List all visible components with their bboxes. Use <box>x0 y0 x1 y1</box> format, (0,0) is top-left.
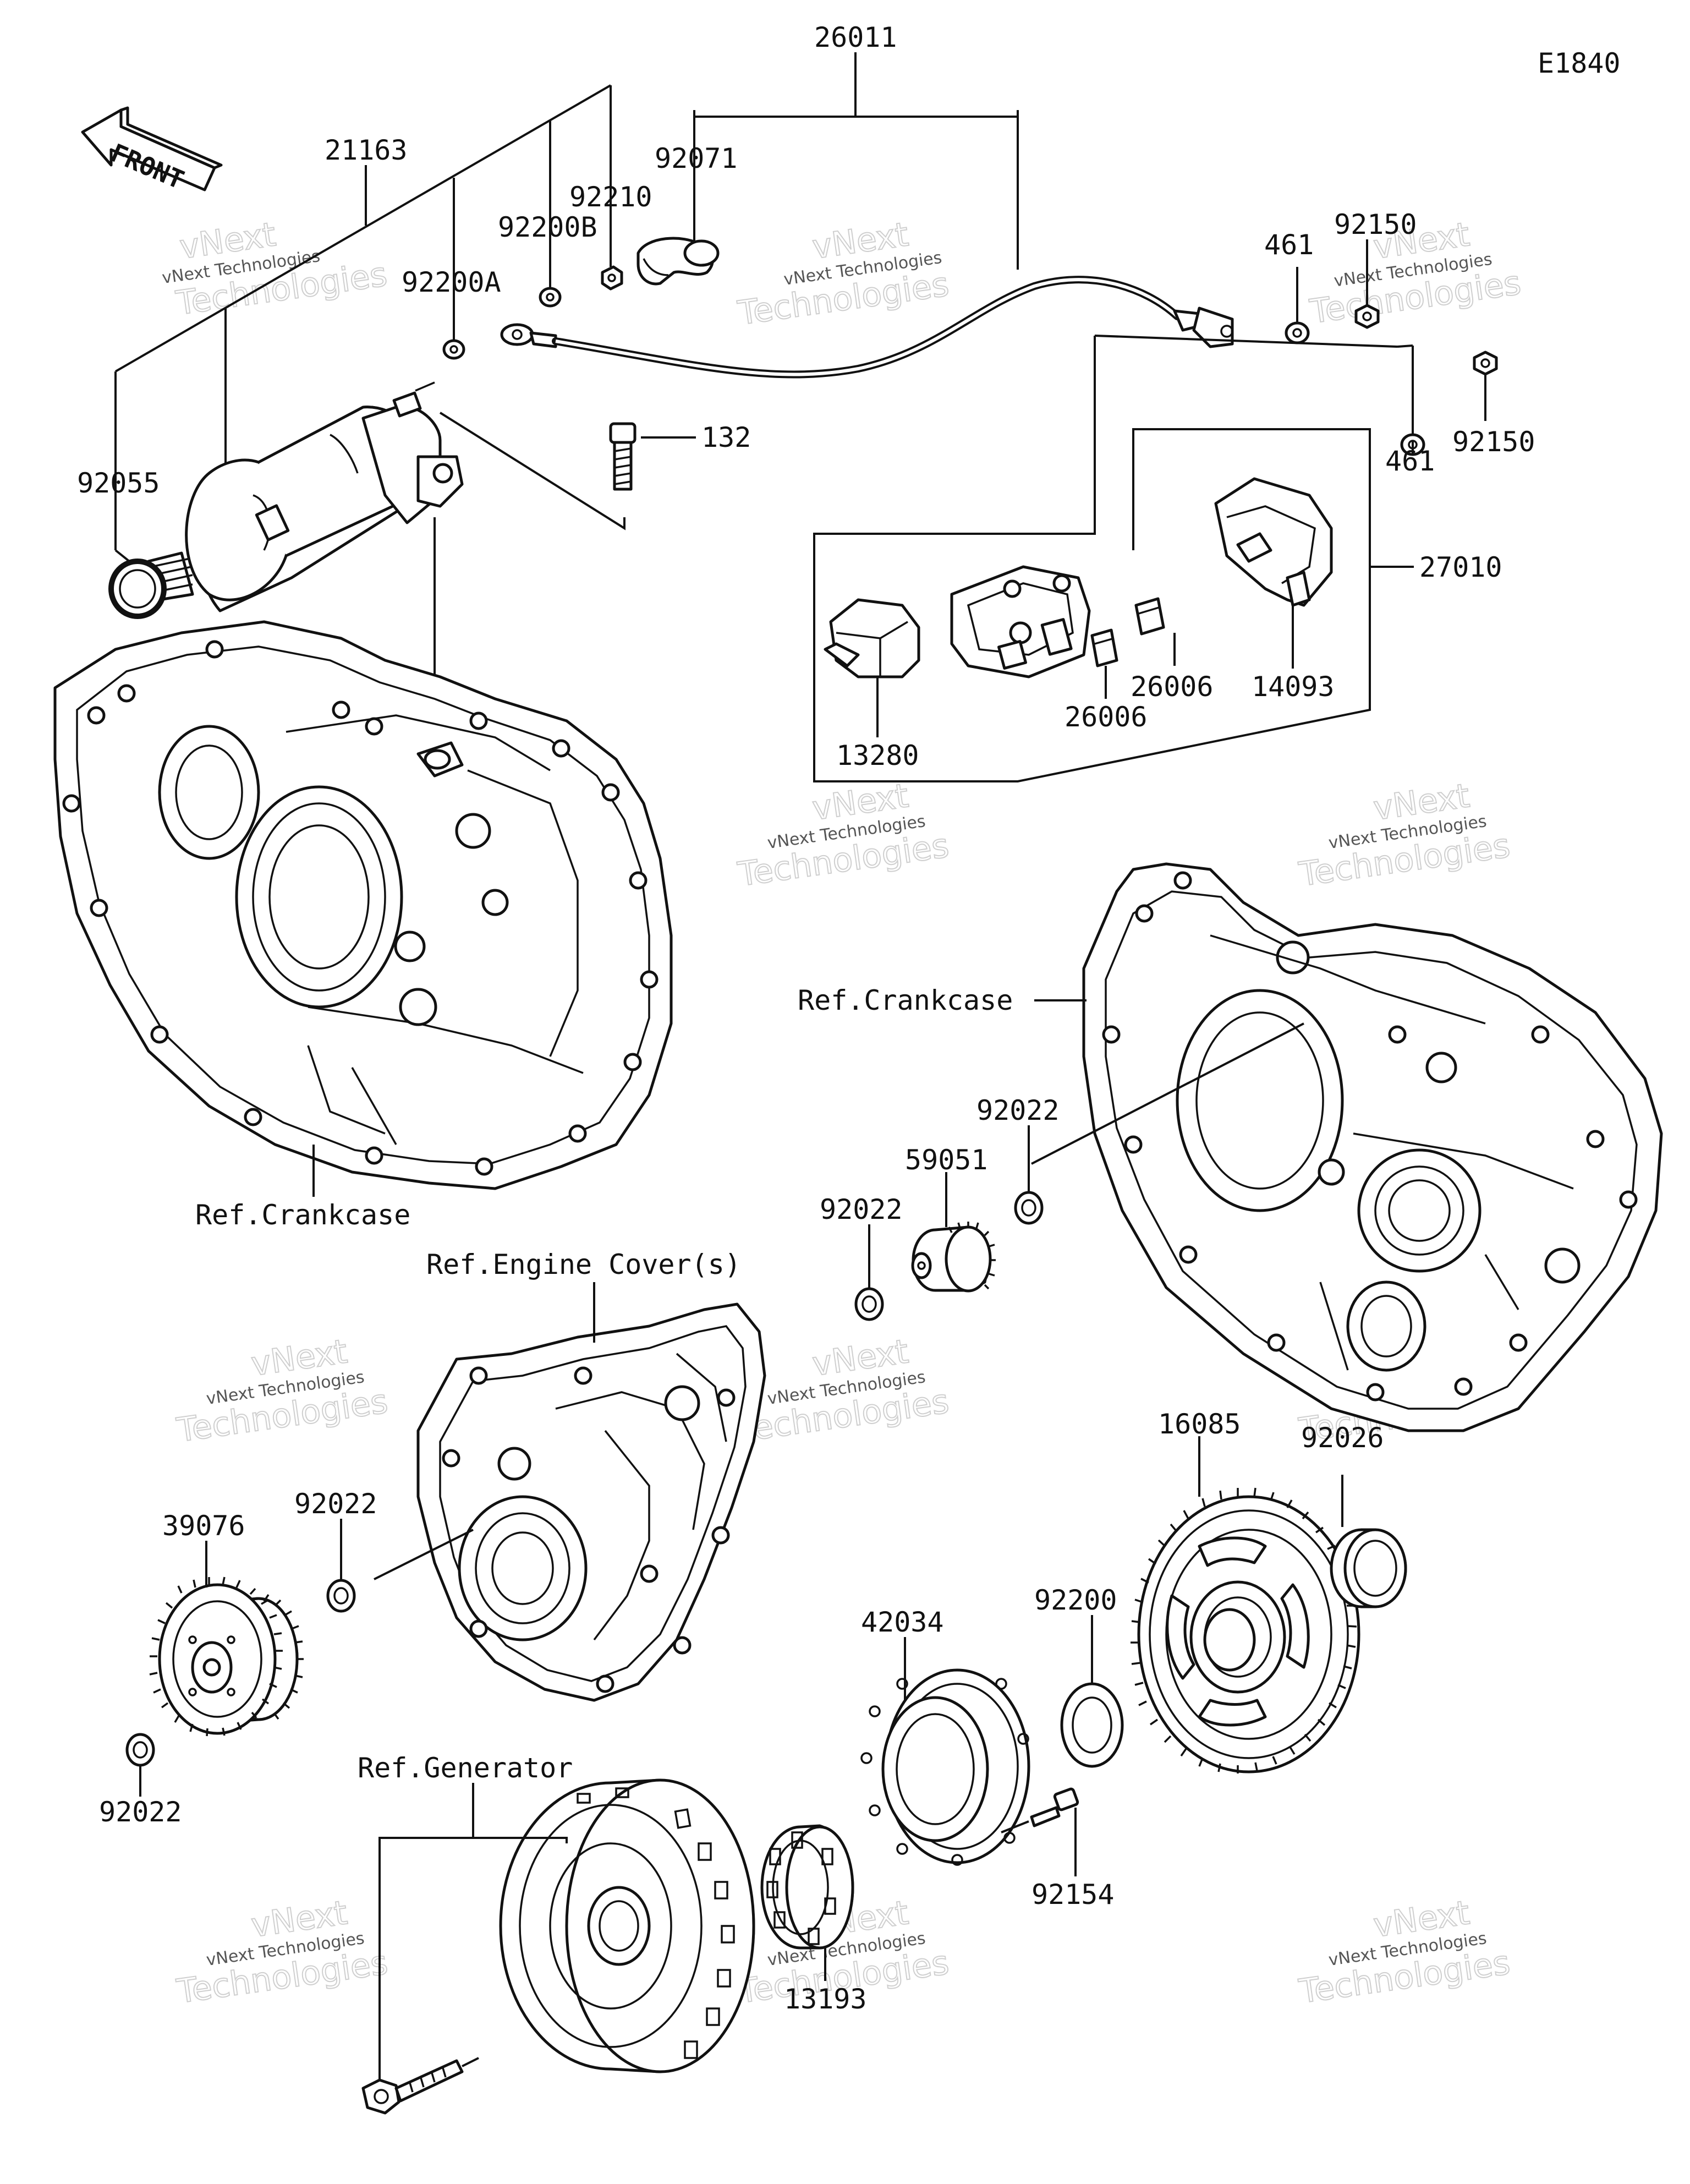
label-92022-mid: 92022 <box>820 1194 903 1225</box>
washer-92200 <box>1060 1682 1124 1768</box>
label-461-upper: 461 <box>1264 229 1314 261</box>
label-92154: 92154 <box>1031 1879 1115 1911</box>
washer-461-upper <box>1285 321 1310 344</box>
relay-assembly-frame <box>813 335 1414 782</box>
label-13193: 13193 <box>784 1983 867 2015</box>
relay-cover-13280 <box>824 598 920 678</box>
label-27010: 27010 <box>1419 551 1502 583</box>
label-42034: 42034 <box>861 1606 944 1638</box>
washer-92200A <box>442 339 465 360</box>
label-92022-upper: 92022 <box>976 1094 1060 1126</box>
one-way-clutch-42034 <box>860 1668 1030 1866</box>
washer-92200B <box>539 287 562 308</box>
fuse-26006-b <box>1134 597 1165 636</box>
label-39076: 39076 <box>162 1510 245 1542</box>
label-59051: 59051 <box>905 1144 988 1176</box>
starter-motor <box>141 381 464 612</box>
washer-92022-lower <box>125 1733 155 1767</box>
bolt-132 <box>609 422 637 491</box>
label-92200: 92200 <box>1034 1584 1117 1616</box>
label-ref-generator: Ref.Generator <box>358 1752 573 1784</box>
reduction-gear-39076 <box>149 1577 304 1737</box>
generator-rotor <box>499 1778 755 2073</box>
washer-92022-upper <box>1014 1191 1044 1225</box>
label-92055: 92055 <box>77 467 160 499</box>
front-arrow-icon: FRONT <box>81 106 223 195</box>
label-26006-upper: 26006 <box>1131 671 1214 703</box>
nut-92150-right <box>1473 351 1498 376</box>
label-ref-crankcase-right: Ref.Crankcase <box>798 984 1013 1016</box>
washer-92022-cover <box>326 1579 356 1613</box>
label-16085: 16085 <box>1158 1408 1241 1440</box>
starter-relay <box>950 565 1091 678</box>
bolt-92154 <box>1030 1787 1079 1827</box>
diagram-code: E1840 <box>1538 47 1621 79</box>
starter-cable <box>500 237 1234 379</box>
label-21163: 21163 <box>325 134 408 166</box>
washer-92022-mid <box>854 1287 884 1321</box>
label-92071: 92071 <box>655 143 738 174</box>
label-92200A: 92200A <box>402 266 501 298</box>
engine-cover <box>416 1302 766 1702</box>
label-132: 132 <box>701 422 751 453</box>
label-92022-lower: 92022 <box>99 1796 182 1828</box>
label-92026: 92026 <box>1301 1422 1384 1454</box>
label-92150-lower: 92150 <box>1452 426 1535 458</box>
label-26011: 26011 <box>814 21 897 53</box>
bushing-92026 <box>1330 1528 1407 1608</box>
label-13280: 13280 <box>836 740 919 771</box>
nut-92150-left <box>1354 304 1380 329</box>
label-26006-lower: 26006 <box>1065 701 1148 733</box>
fuse-26006-a <box>1090 628 1118 667</box>
crankcase-left-half <box>53 620 673 1190</box>
nut-92210 <box>601 265 623 291</box>
generator-bolt <box>361 2059 464 2115</box>
label-ref-crankcase-left: Ref.Crankcase <box>195 1199 410 1231</box>
label-461-lower: 461 <box>1385 445 1435 477</box>
crankcase-right-half <box>1082 862 1663 1432</box>
label-14093: 14093 <box>1252 671 1335 703</box>
one-way-clutch-13193 <box>760 1824 854 1950</box>
label-ref-engine-cover: Ref.Engine Cover(s) <box>426 1249 741 1280</box>
label-92150-upper: 92150 <box>1334 209 1417 240</box>
label-92200B: 92200B <box>498 211 597 243</box>
label-92210: 92210 <box>569 181 652 213</box>
idler-gear-59051 <box>911 1222 996 1293</box>
relay-lid-14093 <box>1214 477 1333 607</box>
label-92022-cover: 92022 <box>294 1488 377 1520</box>
starter-clutch-gear-16085 <box>1131 1487 1360 1774</box>
